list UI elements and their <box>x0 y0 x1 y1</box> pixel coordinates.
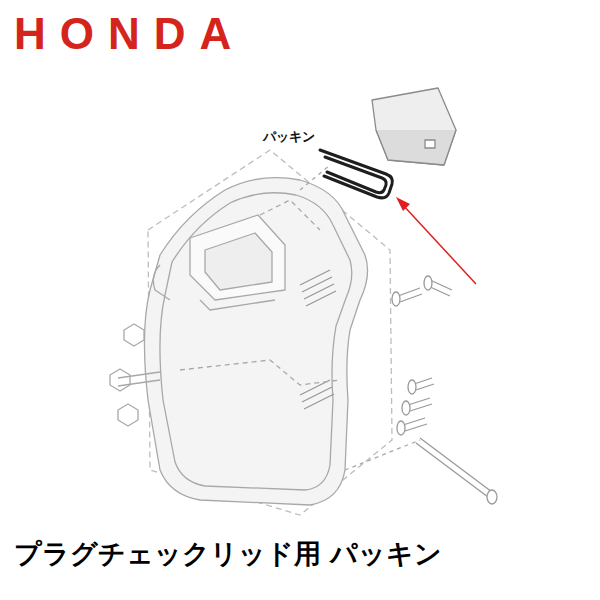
brand-logo: HONDA <box>14 12 245 56</box>
caption: プラグチェックリッド用 パッキン <box>14 538 442 570</box>
part-name: パッキン <box>263 130 315 144</box>
